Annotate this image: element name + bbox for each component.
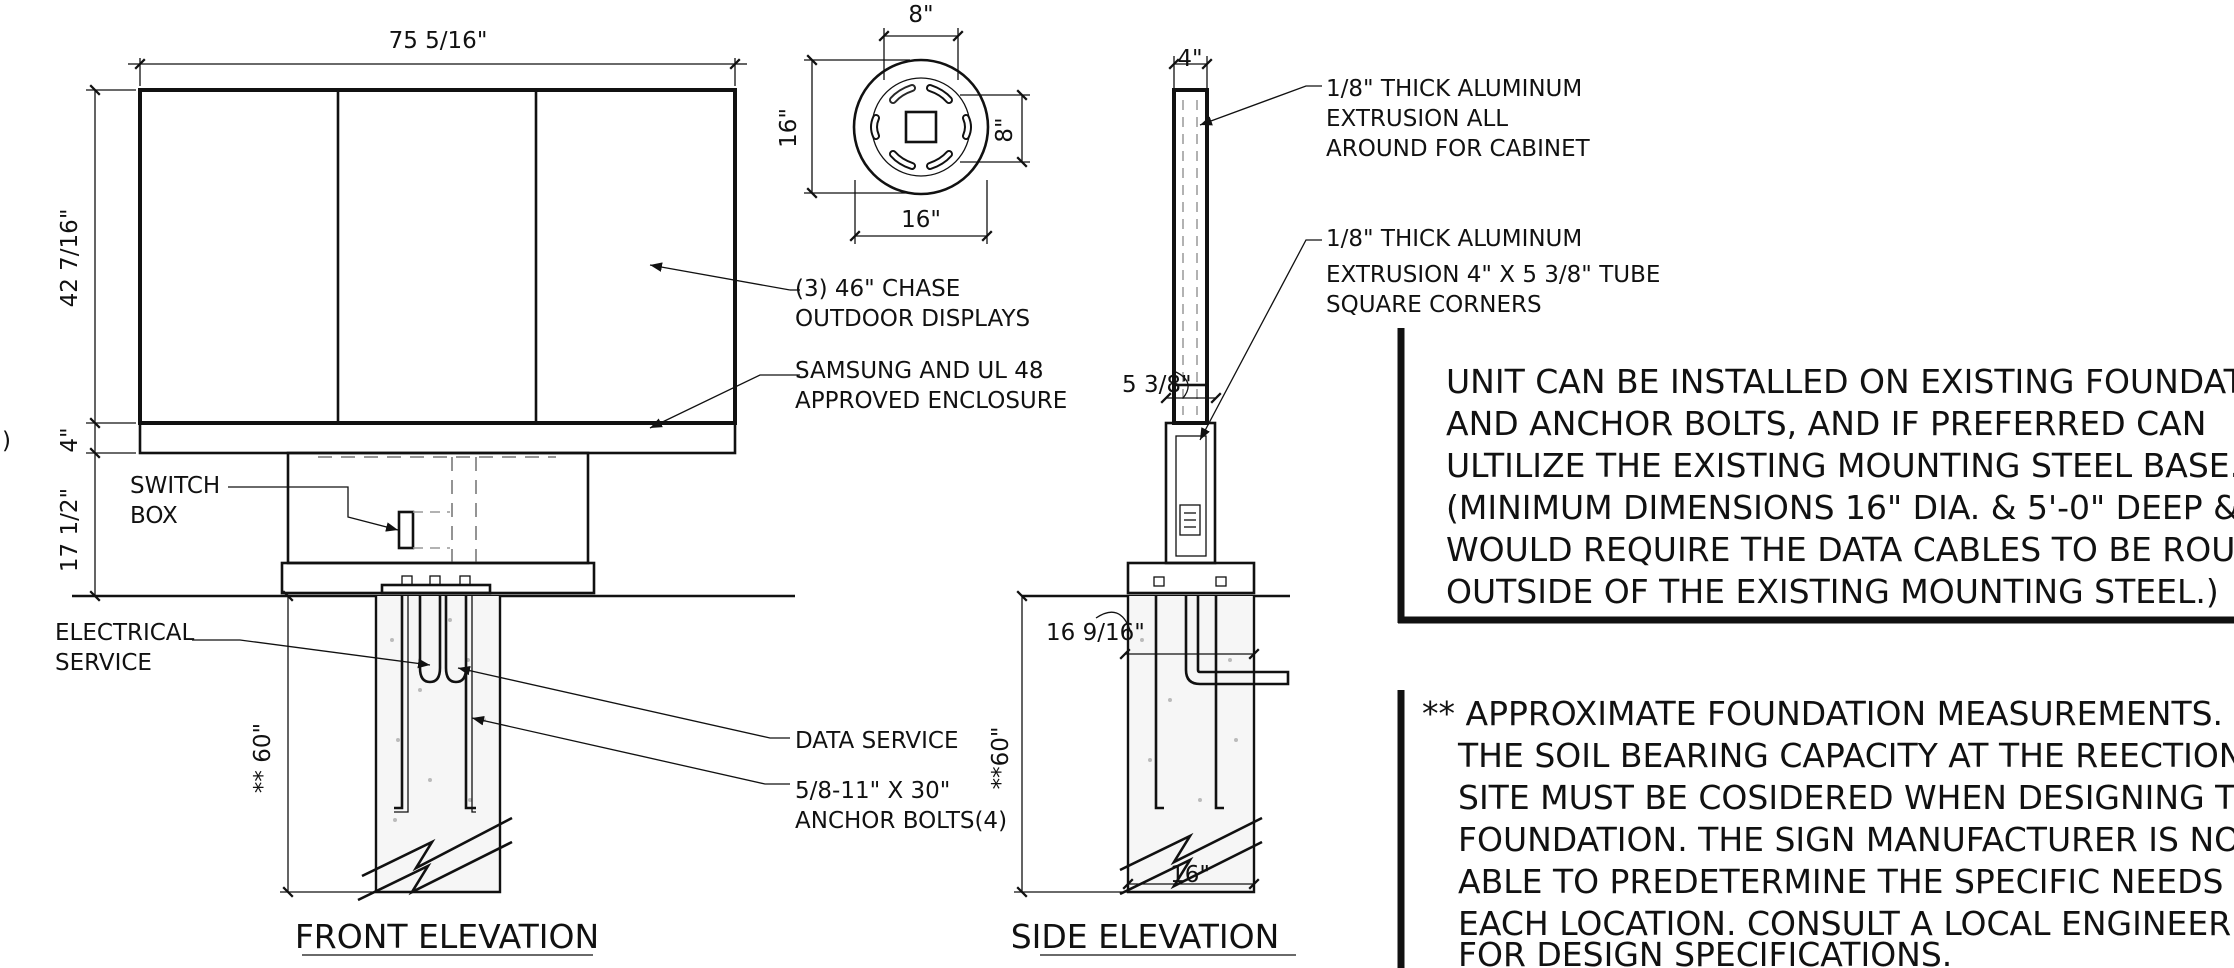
title-side-elevation: SIDE ELEVATION	[1011, 917, 1280, 956]
label-anchor-bolts-1: 5/8-11" X 30"	[795, 778, 950, 804]
label-left-fragment: )	[2, 428, 11, 454]
dim-side-foundation-width: 16"	[1170, 862, 1210, 888]
label-extrusion-cabinet-1: 1/8" THICK ALUMINUM	[1326, 76, 1582, 102]
leader-switch-box	[228, 486, 399, 532]
anchor-nut	[401, 575, 471, 586]
side-elevation	[1014, 56, 1322, 898]
pole-outline	[852, 58, 990, 196]
side-pedestal	[1164, 421, 1217, 565]
dim-height: 42 7/16"	[57, 209, 83, 308]
foundation-break	[357, 840, 513, 902]
label-enclosure-1: SAMSUNG AND UL 48	[795, 358, 1044, 384]
front-elevation	[72, 58, 800, 902]
dim-base-band: 4"	[57, 427, 83, 452]
pedestal	[286, 451, 590, 565]
dim-pedestal: 17 1/2"	[57, 488, 83, 572]
cable-slots	[870, 84, 972, 170]
label-anchor-bolts-2: ANCHOR BOLTS(4)	[795, 808, 1007, 834]
pole-square	[904, 110, 938, 144]
dim-width: 75 5/16"	[389, 28, 488, 54]
installation-note-line: OUTSIDE OF THE EXISTING MOUNTING STEEL.)	[1446, 572, 2219, 611]
title-front-elevation: FRONT ELEVATION	[295, 917, 599, 956]
installation-note-box	[1397, 328, 2234, 624]
installation-note-line: AND ANCHOR BOLTS, AND IF PREFERRED CAN	[1446, 404, 2206, 443]
dim-top-inner: 8"	[992, 117, 1018, 142]
side-foundation-break	[1119, 840, 1263, 896]
switch-box	[397, 510, 415, 550]
label-extrusion-cabinet-2: EXTRUSION ALL	[1326, 106, 1508, 132]
foundation-note-line: FOR DESIGN SPECIFICATIONS.	[1458, 935, 1952, 968]
label-switch-box-1: SWITCH	[130, 473, 220, 499]
dim-side-embed: 16 9/16"	[1046, 620, 1145, 646]
side-foundation	[1126, 596, 1256, 894]
leader-anchor-bolts	[471, 715, 790, 785]
dim-foundation-side: **60"	[988, 727, 1014, 790]
dimension-labels: 75 5/16" 42 7/16" 4" 17 1/2" ** 60" 8" 1…	[57, 2, 1210, 888]
dim-top-bottom: 16"	[901, 207, 941, 233]
label-extrusion-tube-3: SQUARE CORNERS	[1326, 292, 1542, 318]
leader-enclosure	[649, 374, 800, 429]
leader-extrusion-tube	[1199, 239, 1322, 441]
dim-top-depth: 16"	[776, 108, 802, 148]
label-displays-1: (3) 46" CHASE	[795, 276, 960, 302]
foundation-break	[361, 816, 513, 878]
dim-foundation-front: ** 60"	[250, 723, 276, 793]
installation-note-line: UNIT CAN BE INSTALLED ON EXISTING FOUNDA…	[1446, 362, 2234, 401]
label-extrusion-tube-2: EXTRUSION 4" X 5 3/8" TUBE	[1326, 262, 1660, 288]
side-conduit	[1184, 596, 1290, 686]
label-enclosure-2: APPROVED ENCLOSURE	[795, 388, 1067, 414]
foundation-note-line: THE SOIL BEARING CAPACITY AT THE REECTIO…	[1457, 736, 2234, 775]
leader-extrusion-cabinet	[1199, 85, 1322, 126]
cabinet-outline	[138, 88, 737, 425]
label-data-service: DATA SERVICE	[795, 728, 959, 754]
foundation-note: ** APPROXIMATE FOUNDATION MEASUREMENTS. …	[1422, 694, 2234, 968]
callout-labels: (3) 46" CHASE OUTDOOR DISPLAYS SAMSUNG A…	[2, 76, 1660, 834]
installation-note-line: (MINIMUM DIMENSIONS 16" DIA. & 5'-0" DEE…	[1446, 488, 2234, 527]
label-electrical-2: SERVICE	[55, 650, 152, 676]
base-plate	[280, 561, 596, 595]
label-extrusion-cabinet-3: AROUND FOR CABINET	[1326, 136, 1591, 162]
leader-electrical	[192, 639, 431, 669]
foundation	[374, 596, 502, 894]
label-electrical-1: ELECTRICAL	[55, 620, 195, 646]
foundation-note-line: SITE MUST BE COSIDERED WHEN DESIGNING TH…	[1458, 778, 2234, 817]
dim-side-width: 4"	[1177, 46, 1202, 72]
dim-top-width: 8"	[908, 2, 933, 28]
leader-data-service	[457, 665, 790, 739]
installation-note-line: WOULD REQUIRE THE DATA CABLES TO BE ROUT…	[1446, 530, 2234, 569]
pole-inner	[871, 77, 971, 177]
side-switch-box	[1179, 504, 1201, 536]
view-titles: FRONT ELEVATION SIDE ELEVATION	[295, 917, 1296, 956]
installation-note: UNIT CAN BE INSTALLED ON EXISTING FOUNDA…	[1446, 362, 2234, 611]
installation-note-line: ULTILIZE THE EXISTING MOUNTING STEEL BAS…	[1446, 446, 2234, 485]
anchor-plate	[380, 583, 492, 595]
electrical-conduit	[418, 596, 442, 684]
dim-side-tube: 5 3/8"	[1122, 372, 1192, 398]
label-extrusion-tube-1: 1/8" THICK ALUMINUM	[1326, 226, 1582, 252]
side-foundation-break	[1119, 816, 1263, 872]
foundation-note-line: FOUNDATION. THE SIGN MANUFACTURER IS NOT	[1458, 820, 2234, 859]
data-conduit	[444, 596, 468, 684]
leader-displays	[649, 262, 791, 291]
foundation-note-line: ABLE TO PREDETERMINE THE SPECIFIC NEEDS …	[1458, 862, 2234, 901]
foundation-note-line: ** APPROXIMATE FOUNDATION MEASUREMENTS.	[1422, 694, 2223, 733]
top-view	[804, 28, 1030, 244]
foundation-note-line: EACH LOCATION. CONSULT A LOCAL ENGINEER	[1458, 904, 2231, 943]
side-base-plate	[1126, 561, 1256, 595]
label-displays-2: OUTDOOR DISPLAYS	[795, 306, 1030, 332]
label-switch-box-2: BOX	[130, 503, 178, 529]
cabinet-base-band	[138, 421, 737, 455]
